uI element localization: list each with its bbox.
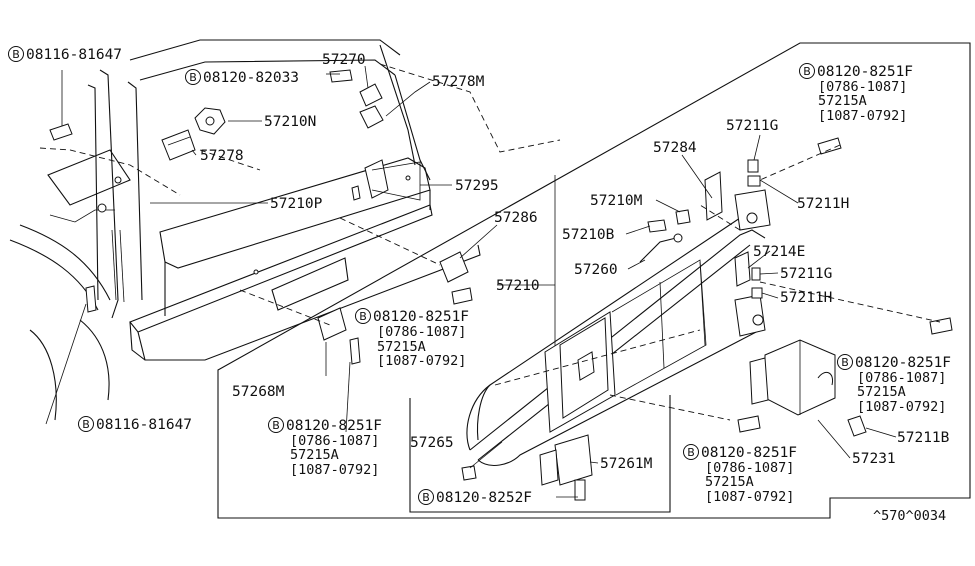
label-r-date2: [1087-0792] [857, 399, 946, 415]
label-bolt-mid: 08120-8251F [373, 309, 469, 325]
label-bolt-bl: 08116-81647 [96, 417, 192, 433]
label-bolt-bot: 08120-8252F [436, 490, 532, 506]
label-mid-date2: [1087-0792] [377, 353, 466, 369]
label-57210N: 57210N [264, 114, 316, 130]
label-57278: 57278 [200, 148, 244, 164]
label-57211B: 57211B [897, 430, 950, 446]
label-bolt-top: 08120-82033 [203, 70, 299, 86]
label-57284: 57284 [653, 140, 697, 156]
reference-code: ^570^0034 [873, 508, 946, 524]
label-low-date1: [0786-1087] [290, 433, 379, 449]
hinge-parts [49, 69, 473, 365]
label-57270: 57270 [322, 52, 366, 68]
leader-lines-left [39, 63, 561, 433]
svg-text:B: B [189, 71, 197, 84]
label-tr-date1: [0786-1087] [818, 79, 907, 95]
b-circle-top: B [185, 69, 201, 85]
label-bolt-r: 08120-8251F [855, 355, 951, 371]
label-57260: 57260 [574, 262, 618, 278]
b-circle-tr: B [799, 63, 815, 79]
label-57261M: 57261M [600, 456, 653, 472]
label-r-date1: [0786-1087] [857, 370, 946, 386]
b-circle-mid: B [355, 308, 371, 324]
label-bolt-low: 08120-8251F [286, 418, 382, 434]
svg-text:B: B [82, 418, 90, 431]
svg-text:B: B [359, 310, 367, 323]
label-bolt-br: 08120-8251F [701, 445, 797, 461]
b-circle-r: B [837, 354, 853, 370]
label-tr-part: 57215A [818, 93, 867, 109]
label-tr-date2: [1087-0792] [818, 108, 907, 124]
label-57211G-a: 57211G [726, 118, 778, 134]
svg-text:B: B [422, 491, 430, 504]
label-mid-date1: [0786-1087] [377, 324, 466, 340]
label-57265: 57265 [410, 435, 454, 451]
b-circle-bot: B [418, 489, 434, 505]
b-circle-tl: B [8, 46, 24, 62]
label-57210M: 57210M [590, 193, 643, 209]
svg-text:B: B [841, 356, 849, 369]
label-57210P: 57210P [270, 196, 323, 212]
label-low-part: 57215A [290, 447, 339, 463]
part-labels: 08116-81647 08120-82033 57270 57278M 572… [26, 47, 951, 524]
label-br-date2: [1087-0792] [705, 489, 794, 505]
label-57268M: 57268M [232, 384, 285, 400]
svg-text:B: B [12, 48, 20, 61]
label-57210: 57210 [496, 278, 540, 294]
label-br-date1: [0786-1087] [705, 460, 794, 476]
label-57210B: 57210B [562, 227, 615, 243]
label-bolt-tl: 08116-81647 [26, 47, 122, 63]
label-br-part: 57215A [705, 474, 754, 490]
label-bolt-tr: 08120-8251F [817, 64, 913, 80]
leader-lines-right [469, 134, 941, 498]
vehicle-body [9, 39, 481, 421]
label-57214E: 57214E [753, 244, 805, 260]
svg-text:B: B [272, 419, 280, 432]
b-circle-low: B [268, 417, 284, 433]
label-low-date2: [1087-0792] [290, 462, 379, 478]
label-57211G-b: 57211G [780, 266, 832, 282]
b-circle-bl: B [78, 416, 94, 432]
label-mid-part: 57215A [377, 339, 426, 355]
b-circle-br: B [683, 444, 699, 460]
label-57278M: 57278M [432, 74, 485, 90]
label-57295: 57295 [455, 178, 499, 194]
svg-text:B: B [687, 446, 695, 459]
label-57211H-b: 57211H [780, 290, 832, 306]
tire-carrier [461, 137, 953, 501]
svg-text:B: B [803, 65, 811, 78]
label-57286: 57286 [494, 210, 538, 226]
label-r-part: 57215A [857, 384, 906, 400]
label-57211H-a: 57211H [797, 196, 849, 212]
label-57231: 57231 [852, 451, 896, 467]
b-circle-markers: B B B B B B B B B [8, 46, 853, 505]
